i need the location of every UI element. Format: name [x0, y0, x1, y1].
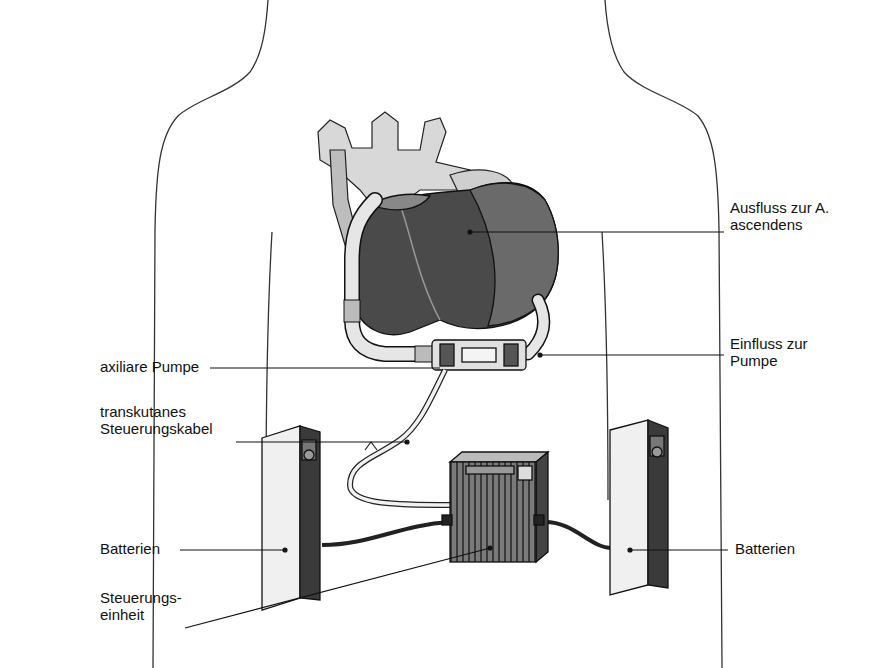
- battery-right: [610, 420, 668, 595]
- part-label: Ausfluss zur A. ascendens: [730, 200, 830, 234]
- control-unit: [442, 452, 548, 562]
- outflow-graft: [344, 200, 433, 362]
- torso-outline: [153, 0, 722, 668]
- heart: [350, 183, 559, 335]
- axial-pump: [432, 340, 526, 370]
- part-label: Steuerungs- einheit: [100, 590, 190, 624]
- leader-lines: [180, 230, 728, 628]
- part-label: Batterien: [100, 541, 180, 558]
- part-label: axiliare Pumpe: [100, 359, 210, 376]
- battery-left: [262, 426, 320, 610]
- part-label: Einfluss zur Pumpe: [730, 336, 825, 370]
- driveline: [350, 370, 450, 505]
- part-label: transkutanes Steuerungskabel: [100, 404, 232, 438]
- inflow-cannula: [528, 300, 544, 354]
- part-label: Batterien: [735, 541, 815, 558]
